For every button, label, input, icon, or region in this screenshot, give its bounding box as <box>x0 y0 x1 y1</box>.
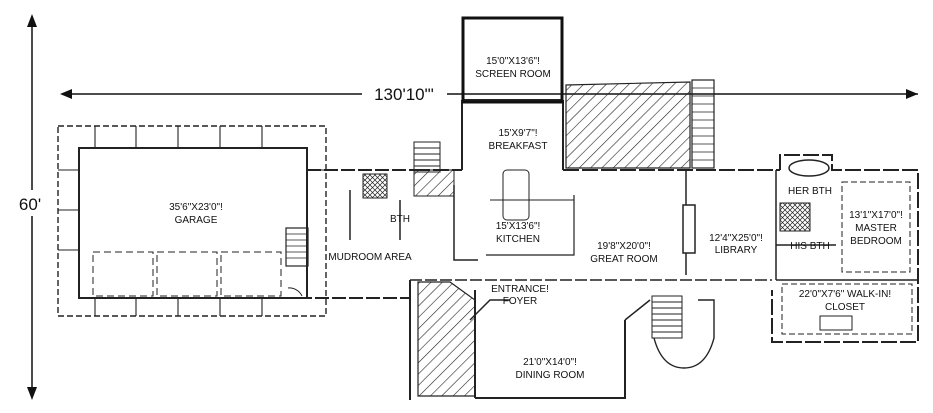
closet-name: CLOSET <box>825 302 865 313</box>
mudroom-shower <box>362 173 388 199</box>
master-bedroom-name: MASTER <box>855 223 897 234</box>
dining-room-name: DINING ROOM <box>516 370 585 381</box>
kitchen-island <box>502 169 530 221</box>
his-bath-name: HIS BTH <box>790 241 829 252</box>
overall-height-dimension: 60' <box>19 14 41 400</box>
garage-name: GARAGE <box>175 215 218 226</box>
overall-width-dimension: 130'10"' <box>60 85 918 104</box>
dining-room-size: 21'0"X14'0"! <box>523 357 577 368</box>
kitchen-size: 15'X13'6"! <box>496 221 541 232</box>
deck-stair <box>691 79 715 169</box>
deck-stair-treads <box>692 87 714 161</box>
foyer-name: FOYER <box>503 296 537 307</box>
great-room-name: GREAT ROOM <box>590 254 657 265</box>
overall-width-label: 130'10"' <box>374 85 434 104</box>
her-bath-name: HER BTH <box>788 186 832 197</box>
walk-in-closet-inner <box>781 283 913 335</box>
rear-deck <box>565 81 691 169</box>
library-name: LIBRARY <box>715 245 758 256</box>
garage-size: 35'6"X23'0"! <box>169 202 223 213</box>
library-size: 12'4"X25'0"! <box>709 233 763 244</box>
master-bedroom-name-2: BEDROOM <box>850 236 902 247</box>
screen-room-name: SCREEN ROOM <box>475 69 551 80</box>
mudroom-name: MUDROOM AREA <box>328 252 412 263</box>
master-shower <box>779 202 811 232</box>
kitchen-name: KITCHEN <box>496 234 540 245</box>
front-stair <box>651 295 715 369</box>
bathtub <box>788 159 830 177</box>
breakfast-name: BREAKFAST <box>489 141 548 152</box>
screen-room <box>461 16 564 104</box>
library-fireplace <box>682 204 696 254</box>
master-bedroom-size: 13'1"X17'0"! <box>849 210 903 221</box>
closet-size: 22'0"X7'6" WALK-IN! <box>799 289 891 300</box>
master-bedroom-inner <box>841 181 911 273</box>
screen-room-size: 15'0"X13'6"! <box>486 56 540 67</box>
overall-height-label: 60' <box>19 195 41 214</box>
bath-name: BTH <box>390 214 410 225</box>
side-porch <box>413 169 455 197</box>
great-room-size: 19'8"X20'0"! <box>597 241 651 252</box>
breakfast-size: 15'X9'7"! <box>498 128 537 139</box>
mudroom-stair <box>413 141 441 173</box>
house-walls <box>306 99 919 400</box>
front-porch <box>417 281 476 397</box>
foyer-size: ENTRANCE! <box>491 284 549 295</box>
closet-fixture <box>819 315 853 331</box>
